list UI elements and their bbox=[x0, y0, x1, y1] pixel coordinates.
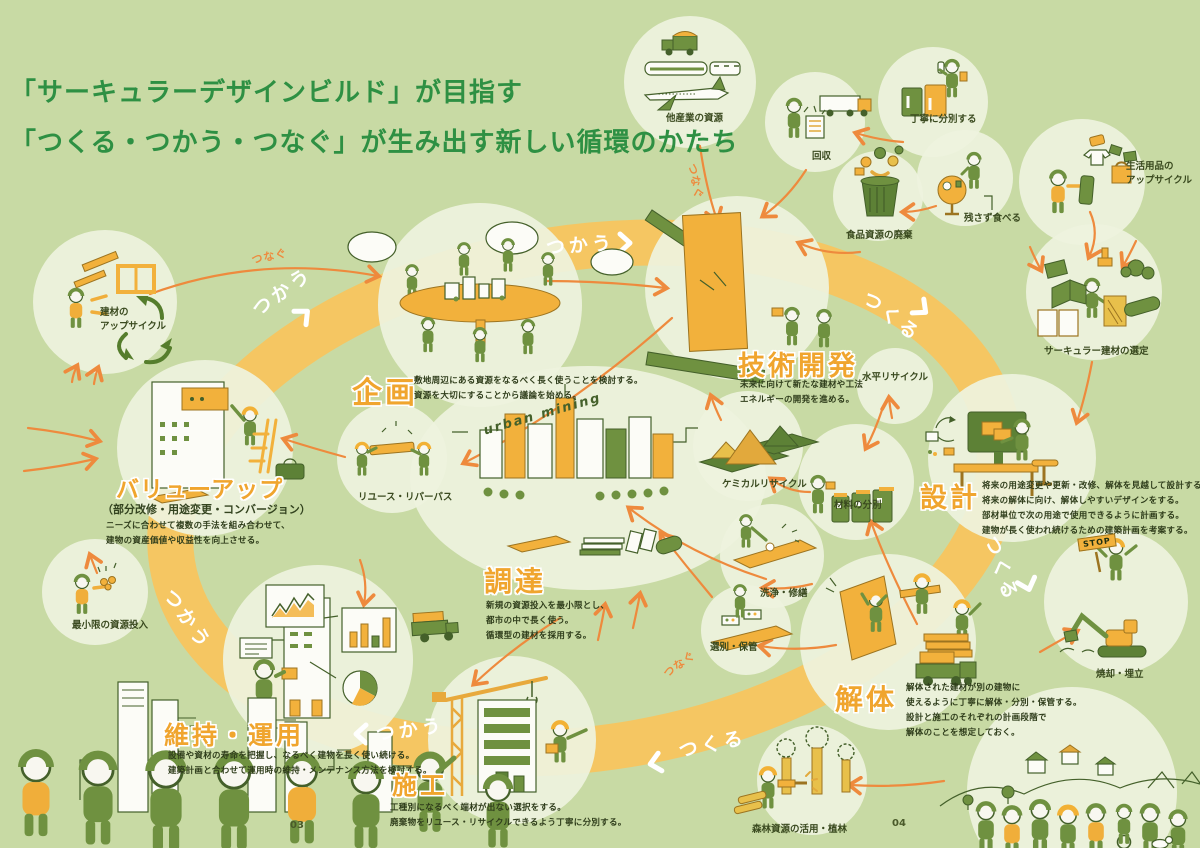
food-waste-illustration bbox=[854, 145, 904, 217]
label-minimal-resource: 最小限の資源投入 bbox=[72, 620, 149, 631]
label-chemical-recycle: ケミカルリサイクル bbox=[722, 479, 807, 490]
eat-everything-illustration bbox=[937, 151, 993, 216]
band-chevrons bbox=[291, 231, 1038, 774]
demolition-illustration bbox=[825, 575, 982, 686]
collection-illustration bbox=[785, 95, 872, 140]
maintenance-illustration bbox=[239, 584, 459, 719]
chemical-recycle-illustration bbox=[698, 425, 820, 473]
stage-desc-planning: 敷地周辺にある資源をなるべく長く使うことを検討する。 資源を大切にすることから議… bbox=[414, 376, 643, 401]
band-label-tsukau-2: つかう bbox=[545, 232, 616, 259]
stage-title-procurement: 調達 bbox=[484, 565, 547, 598]
stage-desc-construction: 工種別になるべく端材が出ない選択をする。 廃棄物をリユース・リサイクルできるよう… bbox=[390, 803, 627, 828]
urban-mining-illustration bbox=[452, 384, 698, 556]
stage-desc-value-up: ニーズに合わせて複数の手法を組み合わせて、 建物の資産価値や収益性を向上させる。 bbox=[106, 521, 290, 546]
flow-arrows bbox=[22, 126, 1138, 796]
value-up-illustration bbox=[148, 381, 305, 504]
stage-desc-procurement: 新規の資源投入を最小限とし、 都市の中で長く使う。 循環型の建材を採用する。 bbox=[486, 601, 610, 641]
material-upcycle-illustration bbox=[67, 250, 172, 365]
label-forest-resources: 森林資源の活用・植林 bbox=[752, 824, 848, 835]
material-selection-illustration bbox=[1037, 247, 1161, 337]
reuse-repurpose-illustration bbox=[354, 421, 432, 478]
label-reuse-repurpose: リユース・リパーパス bbox=[358, 492, 453, 503]
label-food-waste: 食品資源の廃棄 bbox=[846, 230, 913, 241]
community-illustration bbox=[939, 744, 1200, 848]
label-cleaning-repair: 洗浄・修繕 bbox=[760, 588, 808, 599]
label-incineration-landfill: 焼却・埋立 bbox=[1096, 669, 1144, 680]
stage-subtitle-value-up: （部分改修・用途変更・コンバージョン） bbox=[102, 503, 311, 516]
label-sorting-storage: 選別・保管 bbox=[710, 642, 758, 653]
stage-desc-maintenance: 設備や資材の寿命を把握し、なるべく建物を長く使い続ける。 建築計画と合わせて運用… bbox=[168, 751, 432, 776]
label-other-industry-resources: 他産業の資源 bbox=[666, 113, 724, 124]
stage-title-tech-development: 技術開発 bbox=[738, 351, 858, 382]
minimal-resource-illustration bbox=[73, 562, 117, 616]
page-number-right: 04 bbox=[892, 818, 906, 829]
material-separation-illustration bbox=[810, 474, 894, 523]
forest-resources-illustration bbox=[733, 726, 855, 815]
stage-desc-tech-development: 未来に向けて新たな建材や工法 エネルギーの開発を進める。 bbox=[740, 380, 864, 405]
label-collection: 回収 bbox=[812, 151, 832, 162]
label-material-selection: サーキュラー建材の選定 bbox=[1044, 346, 1149, 357]
daily-goods-upcycle-illustration bbox=[1049, 134, 1138, 216]
other-industry-resources-illustration bbox=[643, 31, 741, 111]
poster-title-line2: 「つくる・つかう・つなぐ」が生み出す新しい循環のかたち bbox=[10, 128, 739, 158]
label-careful-sorting: 丁寧に分別する bbox=[910, 114, 977, 125]
stage-title-planning: 企画 bbox=[352, 376, 418, 411]
cleaning-repair-illustration bbox=[732, 514, 818, 569]
stage-title-design: 設計 bbox=[920, 483, 980, 514]
stage-desc-design: 将来の用途変更や更新・改修、解体を見越して設計する。 将来の解体に向け、解体しや… bbox=[982, 481, 1200, 536]
sorting-storage-illustration bbox=[710, 584, 794, 651]
design-illustration bbox=[925, 411, 1059, 496]
planning-illustration bbox=[347, 221, 634, 364]
label-material-upcycle: 建材の アップサイクル bbox=[100, 307, 167, 332]
label-horizontal-recycle: 水平リサイクル bbox=[862, 372, 929, 383]
stage-title-maintenance: 維持・運用 bbox=[164, 721, 305, 750]
stage-title-value-up: バリューアップ bbox=[116, 477, 284, 503]
poster-title-line1: 「サーキュラーデザインビルド」が目指す bbox=[10, 78, 524, 108]
careful-sorting-illustration bbox=[901, 58, 968, 117]
stage-desc-demolition: 解体された建材が別の建物に 使えるように丁寧に解体・分別・保管する。 設計と施工… bbox=[906, 683, 1082, 738]
incineration-landfill-illustration bbox=[1059, 540, 1147, 658]
stage-title-construction: 施工 bbox=[392, 771, 449, 800]
tech-development-illustration bbox=[644, 209, 832, 384]
label-eat-everything: 残さず食べる bbox=[964, 213, 1022, 224]
label-material-separation: 材料の分別 bbox=[834, 500, 882, 511]
page-number-left: 03 bbox=[290, 820, 304, 831]
city-office-people-illustration bbox=[22, 681, 510, 848]
label-daily-goods-upcycle: 生活用品の アップサイクル bbox=[1126, 161, 1193, 186]
stage-title-demolition: 解体 bbox=[835, 683, 898, 716]
